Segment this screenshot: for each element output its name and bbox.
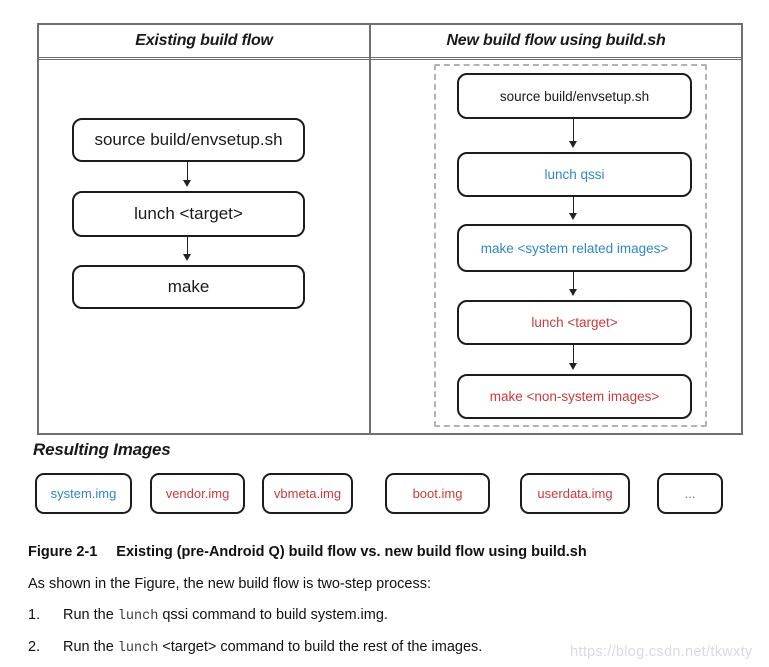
flow-step-lunch-target-new: lunch <target> <box>457 300 692 345</box>
image-box-ellipsis: ... <box>657 473 723 514</box>
arrow-down-icon <box>568 119 577 148</box>
image-box-vbmeta-img: vbmeta.img <box>262 473 353 514</box>
image-box-vendor-img: vendor.img <box>150 473 245 514</box>
image-box-userdata-img: userdata.img <box>520 473 630 514</box>
arrow-down-icon <box>182 162 191 187</box>
figure-number: Figure 2-1 <box>28 544 98 560</box>
flow-step-lunch-qssi: lunch qssi <box>457 152 692 197</box>
flow-step-make: make <box>72 265 305 309</box>
list-number: 2. <box>28 639 41 655</box>
build-sh-dashed-container <box>434 64 707 427</box>
flow-step-lunch-target: lunch <target> <box>72 191 305 237</box>
image-box-system-img: system.img <box>35 473 132 514</box>
intro-text: As shown in the Figure, the new build fl… <box>28 576 431 592</box>
list-number: 1. <box>28 607 41 623</box>
header-existing-build-flow: Existing build flow <box>135 32 273 49</box>
header-new-build-flow: New build flow using build.sh <box>446 32 666 49</box>
arrow-down-icon <box>182 237 191 261</box>
image-box-boot-img: boot.img <box>385 473 490 514</box>
flow-step-make-nonsystem-images: make <non-system images> <box>457 374 692 419</box>
figure-title: Existing (pre-Android Q) build flow vs. … <box>116 544 587 560</box>
table-header-row <box>39 25 741 60</box>
column-divider <box>369 25 371 433</box>
resulting-images-heading: Resulting Images <box>33 440 171 459</box>
flow-step-source-envsetup-new: source build/envsetup.sh <box>457 73 692 119</box>
arrow-down-icon <box>568 345 577 370</box>
inline-code: lunch <box>117 641 159 656</box>
build-flow-comparison-table: Existing build flow New build flow using… <box>37 23 743 435</box>
inline-code: lunch <box>117 609 159 624</box>
flow-step-make-system-images: make <system related images> <box>457 224 692 272</box>
arrow-down-icon <box>568 197 577 220</box>
arrow-down-icon <box>568 272 577 296</box>
flow-step-source-envsetup: source build/envsetup.sh <box>72 118 305 162</box>
figure-caption: Figure 2-1 Existing (pre-Android Q) build… <box>28 544 587 560</box>
csdn-watermark: https://blog.csdn.net/tkwxty <box>570 644 753 660</box>
